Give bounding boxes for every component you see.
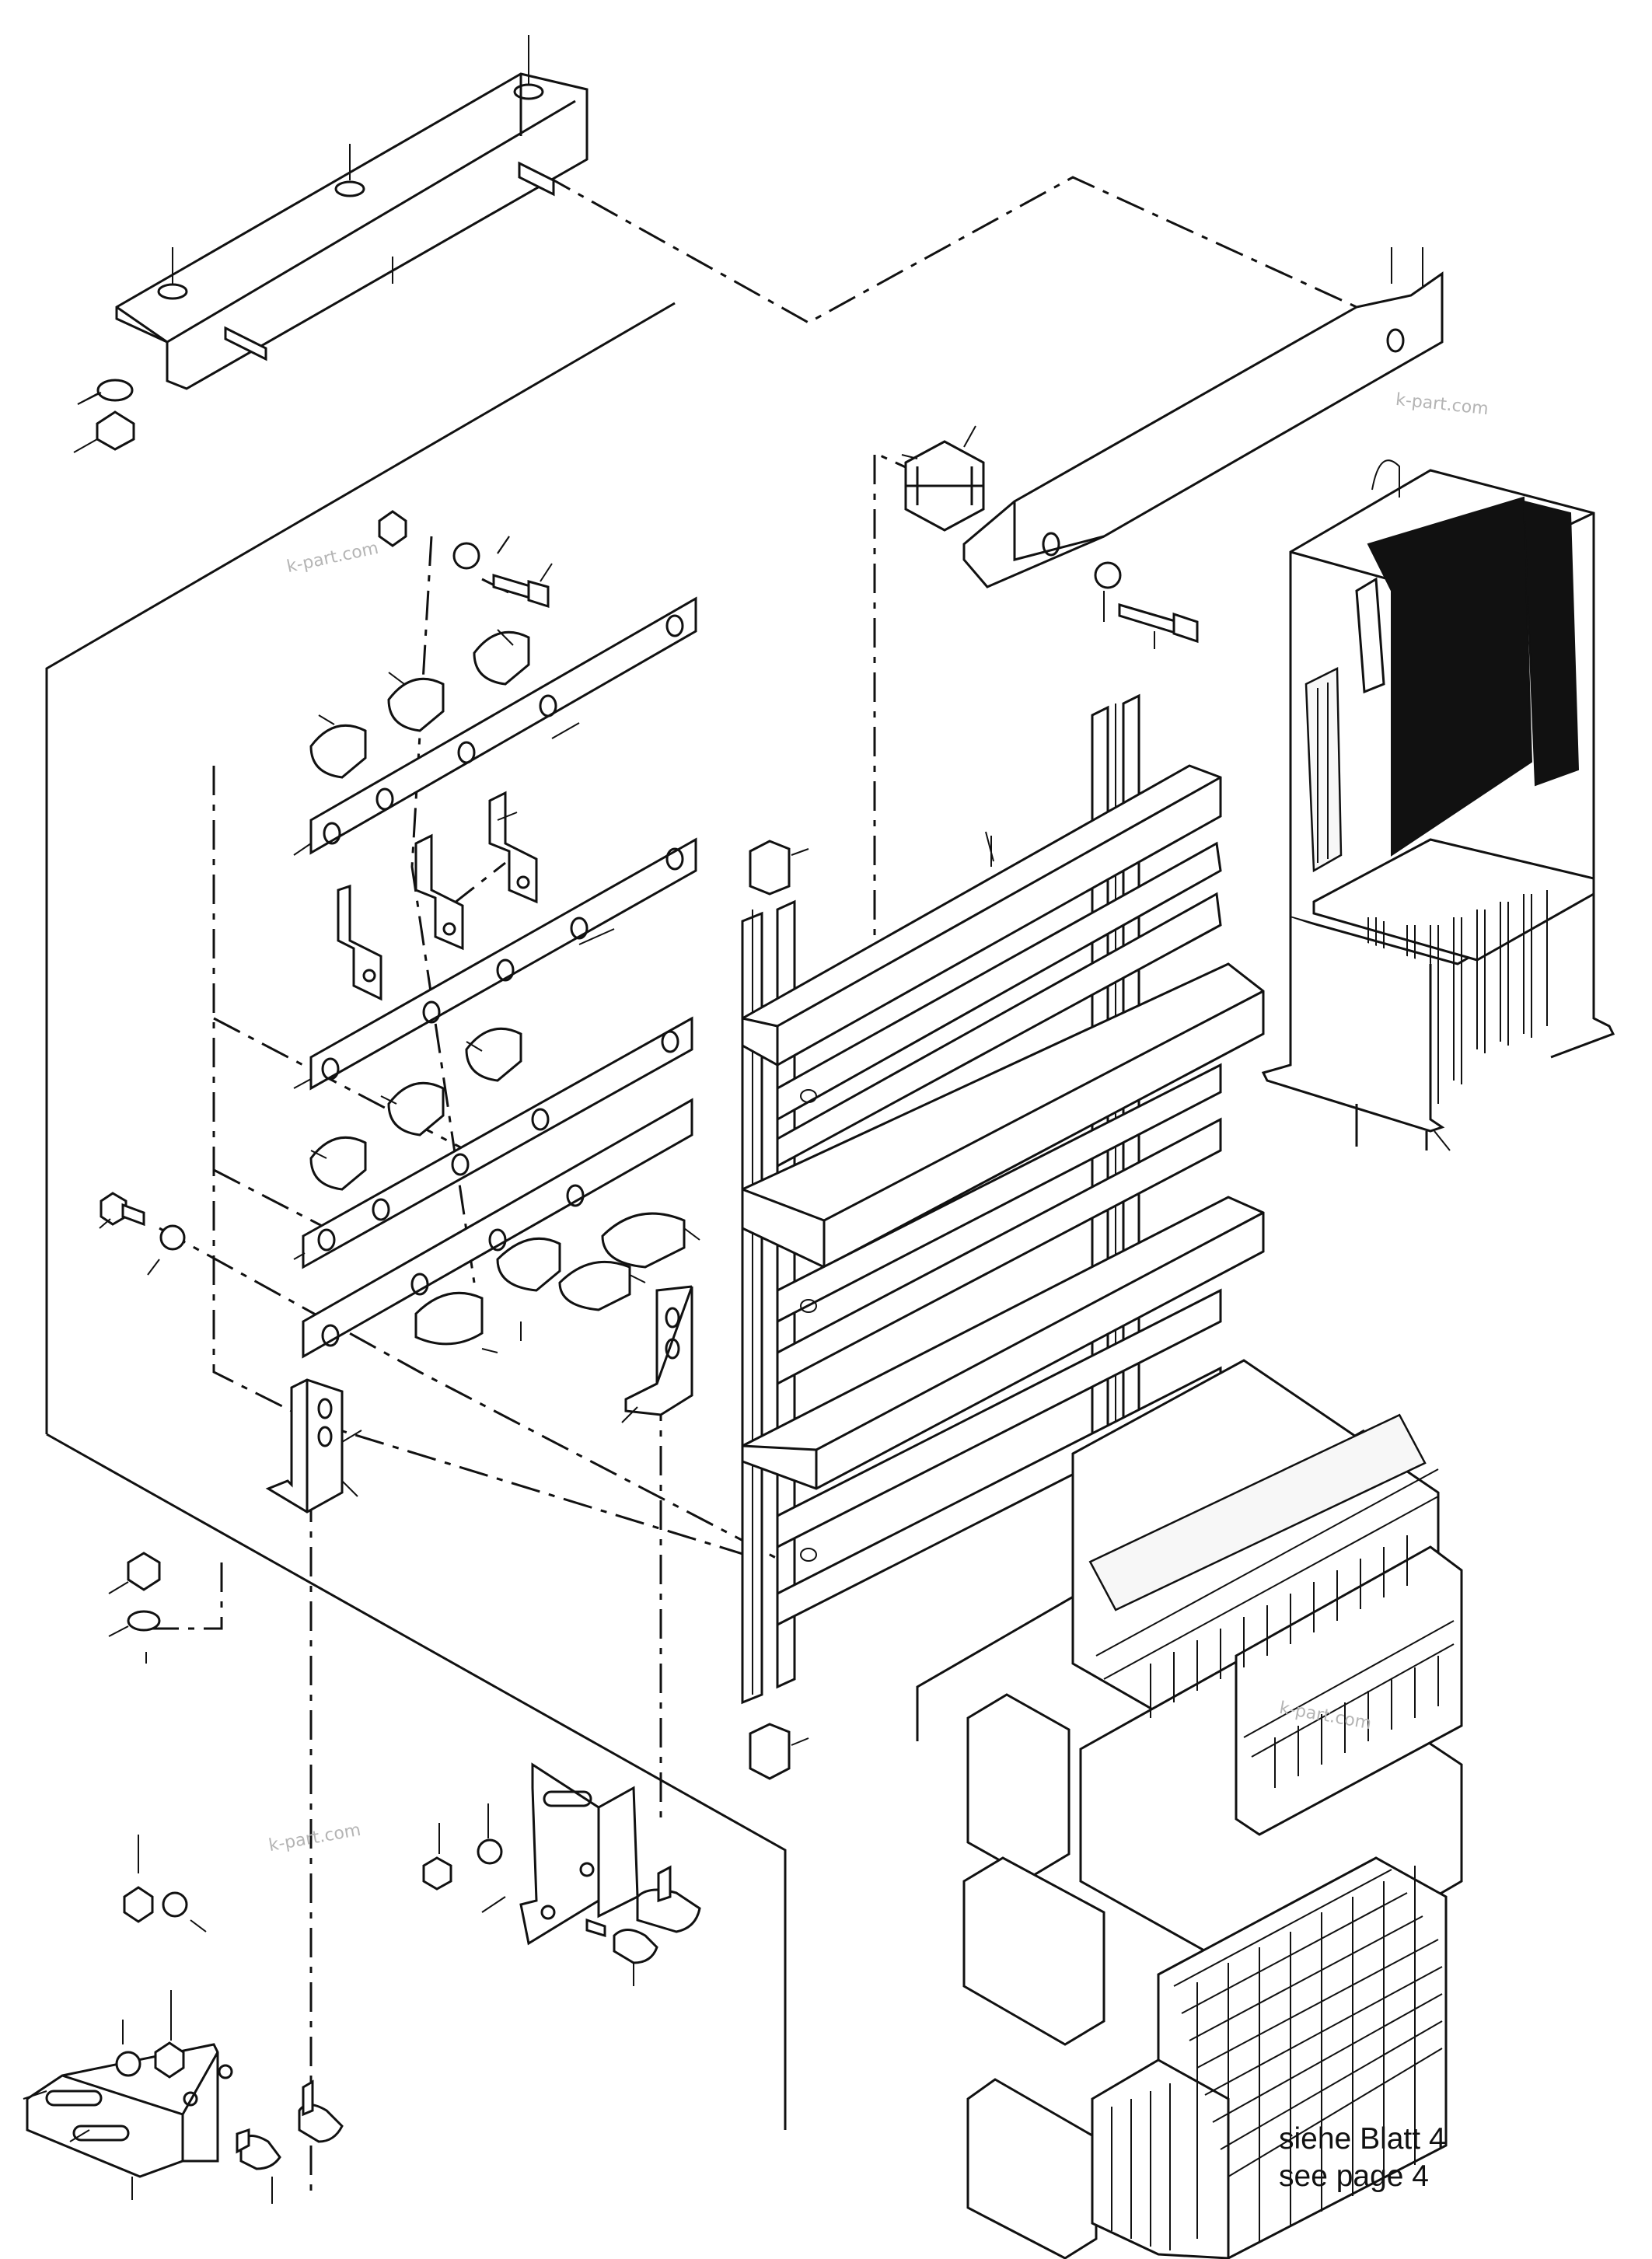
clamp-bar-row-3 [293, 1016, 693, 1269]
angle-bracket-center [621, 1285, 693, 1423]
angle-bracket-left [265, 1378, 362, 1514]
clamp-bar-row-2 [293, 837, 697, 1091]
bolt-nut-washer-upper-left [378, 510, 553, 609]
washer-and-nut-top-left [73, 379, 135, 453]
cable-clamps [309, 629, 700, 1353]
clamp-bar-row-4 [302, 1098, 693, 1359]
clamp-bar-row-1 [293, 596, 697, 856]
reference-note-english: see page 4 [1279, 2159, 1430, 2193]
assembly-path-lines [140, 173, 1357, 2200]
electrical-cabinet-assembly [1261, 459, 1615, 1151]
grommet-clip [904, 425, 985, 532]
upper-right-mounting-bracket [962, 247, 1444, 588]
lower-left-angle-bracket [23, 1835, 233, 2200]
cable-channel-rack [741, 693, 1265, 1780]
nut-and-washer-left-lower [108, 1552, 161, 1664]
lower-middle-angle-bracket [422, 1762, 639, 1946]
bolt-and-washer-upper-right [1094, 561, 1199, 649]
leader-lines [77, 247, 1423, 862]
threaded-stud-fittings-left [236, 2079, 344, 2204]
reference-note: siehe Blatt 4 see page 4 [1279, 2121, 1446, 2195]
cable-support-brackets [337, 791, 538, 1001]
threaded-stud-fittings-middle [481, 1865, 701, 1986]
reference-note-german: siehe Blatt 4 [1279, 2122, 1446, 2156]
top-mounting-bracket [115, 35, 589, 390]
bolt-and-washer-left-middle [99, 1192, 186, 1276]
terminal-block-assembly [962, 1359, 1463, 2259]
